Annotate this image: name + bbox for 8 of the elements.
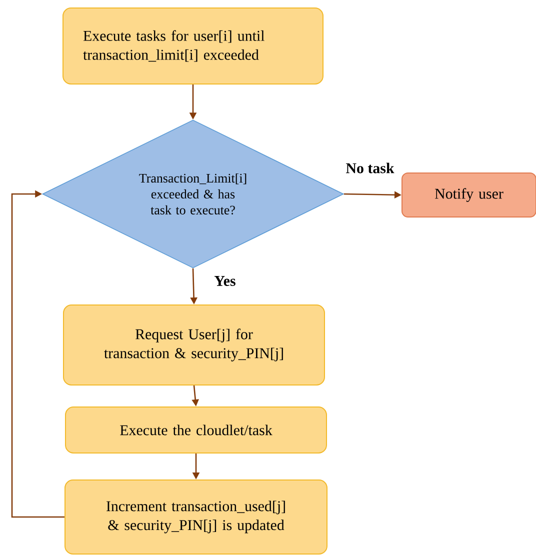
terminal-box: Notify user bbox=[402, 172, 536, 218]
edge-label: No task bbox=[344, 162, 396, 174]
process-box: Execute tasks for user[i] until transaction_limit[i] exceeded bbox=[62, 8, 324, 84]
process-box: Execute the cloudlet/task bbox=[65, 406, 327, 454]
process-box: Increment transaction_used[j] & security_PIN[j] is updated bbox=[64, 480, 328, 554]
arrow bbox=[11, 190, 64, 518]
process-box: Request User[j] for transaction & security_PIN[j] bbox=[63, 304, 325, 386]
edge-label: Yes bbox=[213, 275, 237, 287]
